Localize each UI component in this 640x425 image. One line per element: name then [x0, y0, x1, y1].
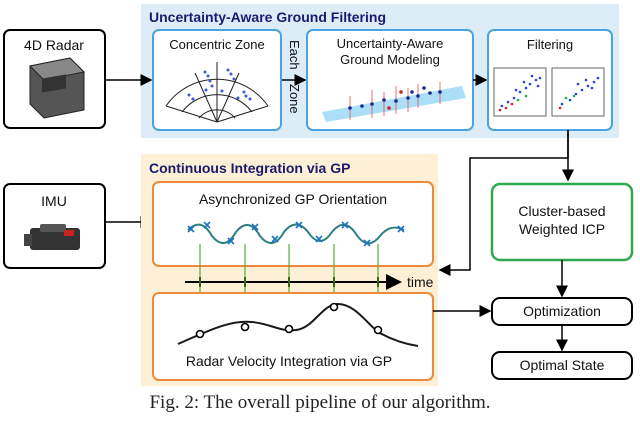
ground-filtering-title: Uncertainty-Aware Ground Filtering	[149, 9, 386, 25]
each-zone-label-top: Each	[287, 40, 302, 70]
radar-device-icon	[28, 57, 86, 119]
filtering-plot-right	[551, 67, 605, 117]
ground-plane-sketch	[322, 82, 466, 122]
filtering-label: Filtering	[527, 37, 573, 52]
radar-input-label: 4D Radar	[24, 37, 84, 53]
orientation-label: Asynchronized GP Orientation	[199, 191, 387, 207]
imu-device-icon	[24, 224, 80, 250]
arrow-filtering-to-time-axis	[438, 130, 569, 276]
velocity-sample-points	[195, 302, 383, 339]
concentric-zone-label: Concentric Zone	[169, 37, 264, 52]
optimization-label: Optimization	[523, 303, 601, 319]
concentric-points	[187, 68, 252, 101]
optimal-state-label: Optimal State	[520, 357, 605, 373]
weighted-icp-line1: Cluster-based	[518, 203, 605, 219]
weighted-icp-line2: Weighted ICP	[519, 221, 605, 237]
imu-input-label: IMU	[41, 193, 67, 209]
ground-modeling-line2: Ground Modeling	[340, 52, 440, 67]
time-axis-label: time	[407, 274, 434, 290]
continuous-integration-title: Continuous Integration via GP	[149, 160, 350, 176]
velocity-integration-box	[152, 292, 434, 381]
each-zone-label-bottom: Zone	[287, 84, 302, 114]
velocity-integration-label: Radar Velocity Integration via GP	[186, 353, 392, 369]
ground-modeling-line1: Uncertainty-Aware	[337, 36, 444, 51]
orientation-sample-crosses	[187, 221, 405, 247]
optimal-state-box	[491, 351, 633, 380]
filtering-plot-left	[493, 67, 547, 117]
figure-caption: Fig. 2: The overall pipeline of our algo…	[149, 392, 491, 413]
concentric-zone-sketch	[165, 62, 269, 123]
